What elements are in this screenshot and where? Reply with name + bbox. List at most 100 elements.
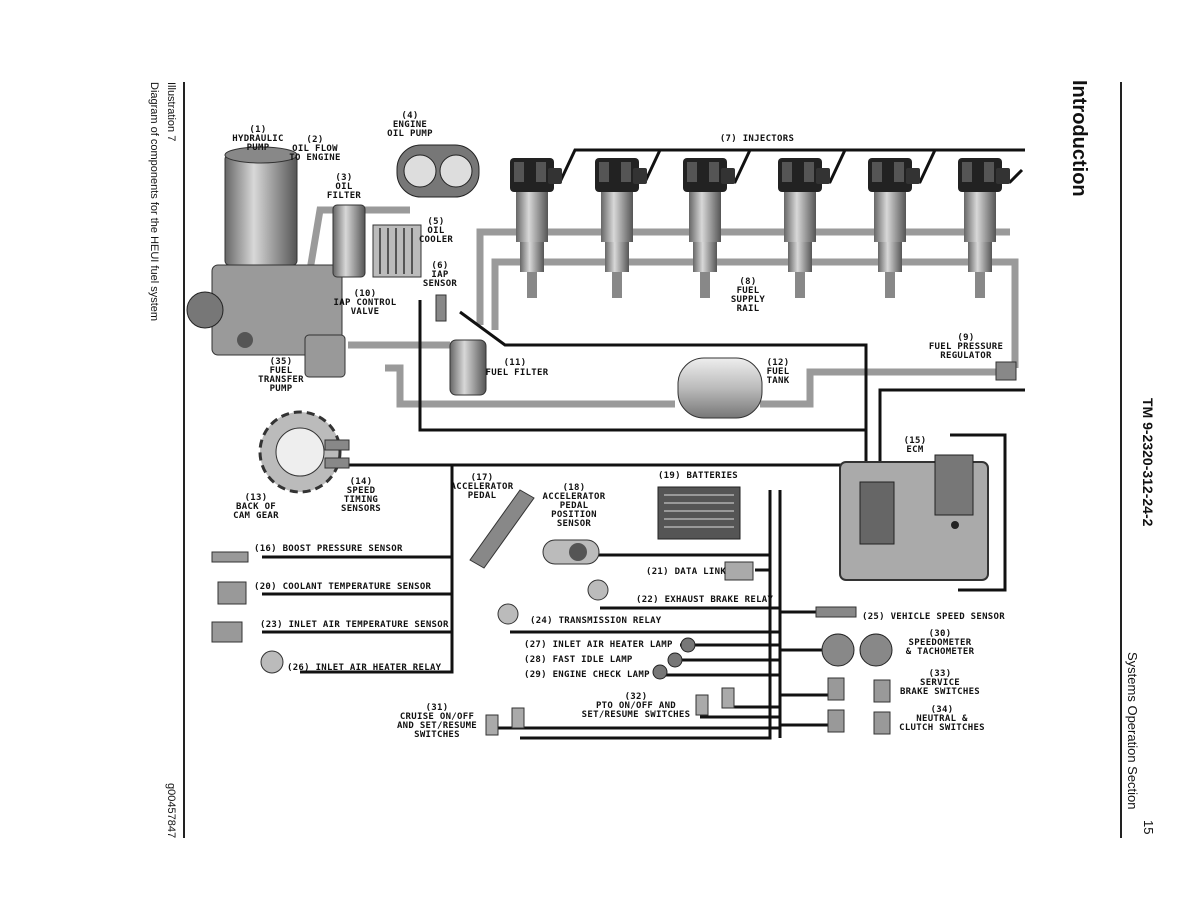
label-18-text3: POSITION	[551, 510, 597, 520]
label-6: (6)	[431, 261, 448, 271]
heui-fuel-system-diagram: (1) HYDRAULIC PUMP (2) OIL FLOW TO ENGIN…	[186, 111, 1025, 740]
label-34-text: NEUTRAL &	[916, 714, 968, 724]
label-17-text: ACCELERATOR	[451, 482, 514, 492]
label-35-text2: TRANSFER	[258, 375, 304, 385]
label-20: (20) COOLANT TEMPERATURE SENSOR	[254, 582, 432, 592]
label-18: (18)	[563, 483, 586, 493]
page-number: 15	[1141, 820, 1156, 835]
engine-oil-pump	[396, 144, 480, 198]
label-14-text3: SENSORS	[341, 504, 381, 514]
sensors-left	[211, 551, 249, 643]
label-19: (19) BATTERIES	[658, 471, 738, 481]
label-35-text3: PUMP	[270, 384, 293, 394]
label-17-text2: PEDAL	[468, 491, 497, 501]
injector-5	[868, 158, 920, 298]
label-8: (8)	[739, 277, 756, 287]
label-10: (10)	[354, 289, 377, 299]
injector-2	[595, 158, 647, 298]
label-3-text: OIL	[335, 182, 352, 192]
label-14-text: SPEED	[347, 486, 376, 496]
label-12-text: FUEL	[767, 367, 790, 377]
fuel-transfer-pump	[304, 334, 346, 378]
injector-4	[778, 158, 830, 298]
vehicle-speed-sensor	[815, 606, 857, 618]
label-12-text2: TANK	[767, 376, 790, 386]
label-14-text2: TIMING	[344, 495, 378, 505]
header-divider	[1120, 82, 1122, 838]
batteries	[657, 486, 741, 540]
label-35-text: FUEL	[270, 366, 293, 376]
label-3: (3)	[335, 173, 352, 183]
cruise-switches	[485, 707, 525, 736]
label-9-text2: REGULATOR	[940, 351, 992, 361]
clutch-switches	[827, 709, 891, 735]
label-5: (5)	[427, 217, 444, 227]
label-6-text2: SENSOR	[423, 279, 458, 289]
label-11: (11)	[504, 358, 527, 368]
label-5-text: OIL	[427, 226, 444, 236]
oil-filter	[332, 204, 366, 278]
iap-sensor	[435, 294, 447, 322]
speedometer-tachometer	[821, 633, 893, 667]
exhaust-brake-relay	[587, 579, 609, 601]
label-30-text2: & TACHOMETER	[906, 647, 975, 657]
label-16: (16) BOOST PRESSURE SENSOR	[254, 544, 403, 554]
fuel-filter	[449, 339, 487, 396]
label-1-text: HYDRAULIC	[232, 134, 283, 144]
transmission-relay	[497, 603, 519, 625]
label-6-text: IAP	[431, 270, 448, 280]
label-30: (30)	[929, 629, 952, 639]
label-3-text2: FILTER	[327, 191, 362, 201]
label-35: (35)	[270, 357, 293, 367]
label-34-text2: CLUTCH SWITCHES	[899, 723, 985, 733]
injector-1	[510, 158, 562, 298]
label-33: (33)	[929, 669, 952, 679]
label-24: (24) TRANSMISSION RELAY	[530, 616, 662, 626]
label-15-text: ECM	[906, 445, 923, 455]
oil-cooler	[372, 224, 422, 278]
label-8-text: FUEL	[737, 286, 760, 296]
label-2-text2: TO ENGINE	[289, 153, 340, 163]
ecm	[839, 454, 989, 581]
graphic-id: g00457847	[165, 783, 177, 839]
hydraulic-pump	[186, 146, 343, 356]
label-18-text: ACCELERATOR	[543, 492, 606, 502]
brake-switches	[827, 677, 891, 703]
label-8-text2: SUPPLY	[731, 295, 766, 305]
label-1-text2: PUMP	[247, 143, 270, 153]
label-21: (21) DATA LINK	[646, 567, 726, 577]
label-31-text3: SWITCHES	[414, 730, 460, 740]
cam-gear	[258, 410, 342, 494]
label-4: (4)	[401, 111, 418, 121]
label-30-text: SPEEDOMETER	[909, 638, 972, 648]
label-31-text2: AND SET/RESUME	[397, 721, 477, 731]
label-31-text: CRUISE ON/OFF	[400, 712, 474, 722]
label-17: (17)	[471, 473, 494, 483]
label-4-text2: OIL PUMP	[387, 129, 433, 139]
label-12: (12)	[767, 358, 790, 368]
label-2: (2)	[306, 135, 323, 145]
label-9: (9)	[957, 333, 974, 343]
label-15: (15)	[904, 436, 927, 446]
accelerator-pedal-position-sensor	[542, 539, 600, 565]
pto-switches	[695, 687, 735, 716]
fuel-pressure-regulator	[995, 361, 1017, 381]
label-23: (23) INLET AIR TEMPERATURE SENSOR	[260, 620, 449, 630]
label-14: (14)	[350, 477, 373, 487]
inlet-air-heater-relay	[260, 650, 284, 674]
label-1: (1)	[249, 125, 266, 135]
label-34: (34)	[931, 705, 954, 715]
label-7: (7) INJECTORS	[720, 134, 794, 144]
label-8-text3: RAIL	[737, 304, 760, 314]
section-title: Systems Operation Section	[1125, 652, 1140, 810]
label-26: (26) INLET AIR HEATER RELAY	[287, 663, 442, 673]
label-2-text: OIL FLOW	[292, 144, 338, 154]
label-32: (32)	[625, 692, 648, 702]
label-13-text2: CAM GEAR	[233, 511, 279, 521]
label-33-text: SERVICE	[920, 678, 960, 688]
label-27: (27) INLET AIR HEATER LAMP	[524, 640, 673, 650]
label-13: (13)	[245, 493, 268, 503]
label-28: (28) FAST IDLE LAMP	[524, 655, 633, 665]
document-id: TM 9-2320-312-24-2	[1140, 398, 1156, 527]
label-5-text2: COOLER	[419, 235, 454, 245]
